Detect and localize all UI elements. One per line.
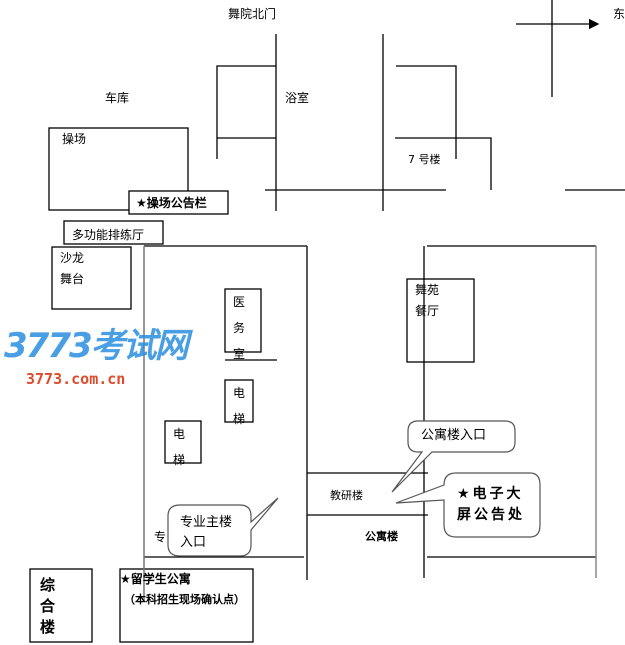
rehearsal-hall-box (63, 220, 164, 245)
salon-stage-box (51, 246, 132, 310)
building7-label: 7 号楼 (408, 153, 441, 166)
canteen-box (406, 278, 475, 363)
callout-apartment-entrance (391, 420, 516, 493)
stage-label: 舞台 (60, 272, 85, 286)
apartment-entrance-text: 公寓楼入口 (421, 428, 487, 443)
intl-apartment-label: ★留学生公寓 (120, 572, 191, 586)
main-entrance-text: 专业主楼入口 (180, 515, 233, 550)
bathroom-outline (216, 65, 276, 159)
callout-main-entrance (167, 497, 279, 557)
screen-board-text: ★电子大屏公告处 (457, 486, 525, 523)
zhuan-label: 专 (154, 530, 167, 544)
watermark-logo: 3773考试网 (4, 326, 189, 366)
clinic-label: 医务室 (233, 295, 246, 361)
playground-board-label: ★操场公告栏 (136, 196, 207, 210)
rehearsal-hall-label: 多功能排练厅 (72, 228, 145, 242)
garage-label: 车库 (105, 91, 130, 105)
intl-apartment-note: （本科招生现场确认点） (124, 593, 245, 606)
complex-building-label: 综合楼 (40, 576, 56, 636)
north-gate-title: 舞院北门 (228, 7, 277, 21)
clinic-box (224, 288, 262, 353)
callout-screen-board (395, 472, 541, 538)
playground-box (48, 127, 189, 211)
bathroom-label: 浴室 (285, 91, 310, 105)
watermark-url: 3773.com.cn (26, 370, 126, 388)
teaching-research-label: 教研楼 (330, 489, 363, 502)
intl-apartment-box (119, 568, 254, 643)
compass-east-label: 东 (613, 7, 625, 21)
elevator-box (224, 379, 254, 423)
canteen-label-1: 舞苑 (415, 283, 440, 297)
canteen-label-2: 餐厅 (415, 304, 440, 318)
elevator-label: 电梯 (173, 427, 186, 467)
apartment-label: 公寓楼 (365, 530, 398, 543)
elevator-label: 电梯 (233, 386, 246, 426)
salon-label: 沙龙 (60, 251, 85, 265)
elevator-box (164, 420, 202, 464)
complex-building-box (29, 568, 93, 643)
building7-outline (396, 65, 457, 159)
playground-board-box (128, 190, 229, 215)
playground-label: 操场 (62, 132, 87, 146)
